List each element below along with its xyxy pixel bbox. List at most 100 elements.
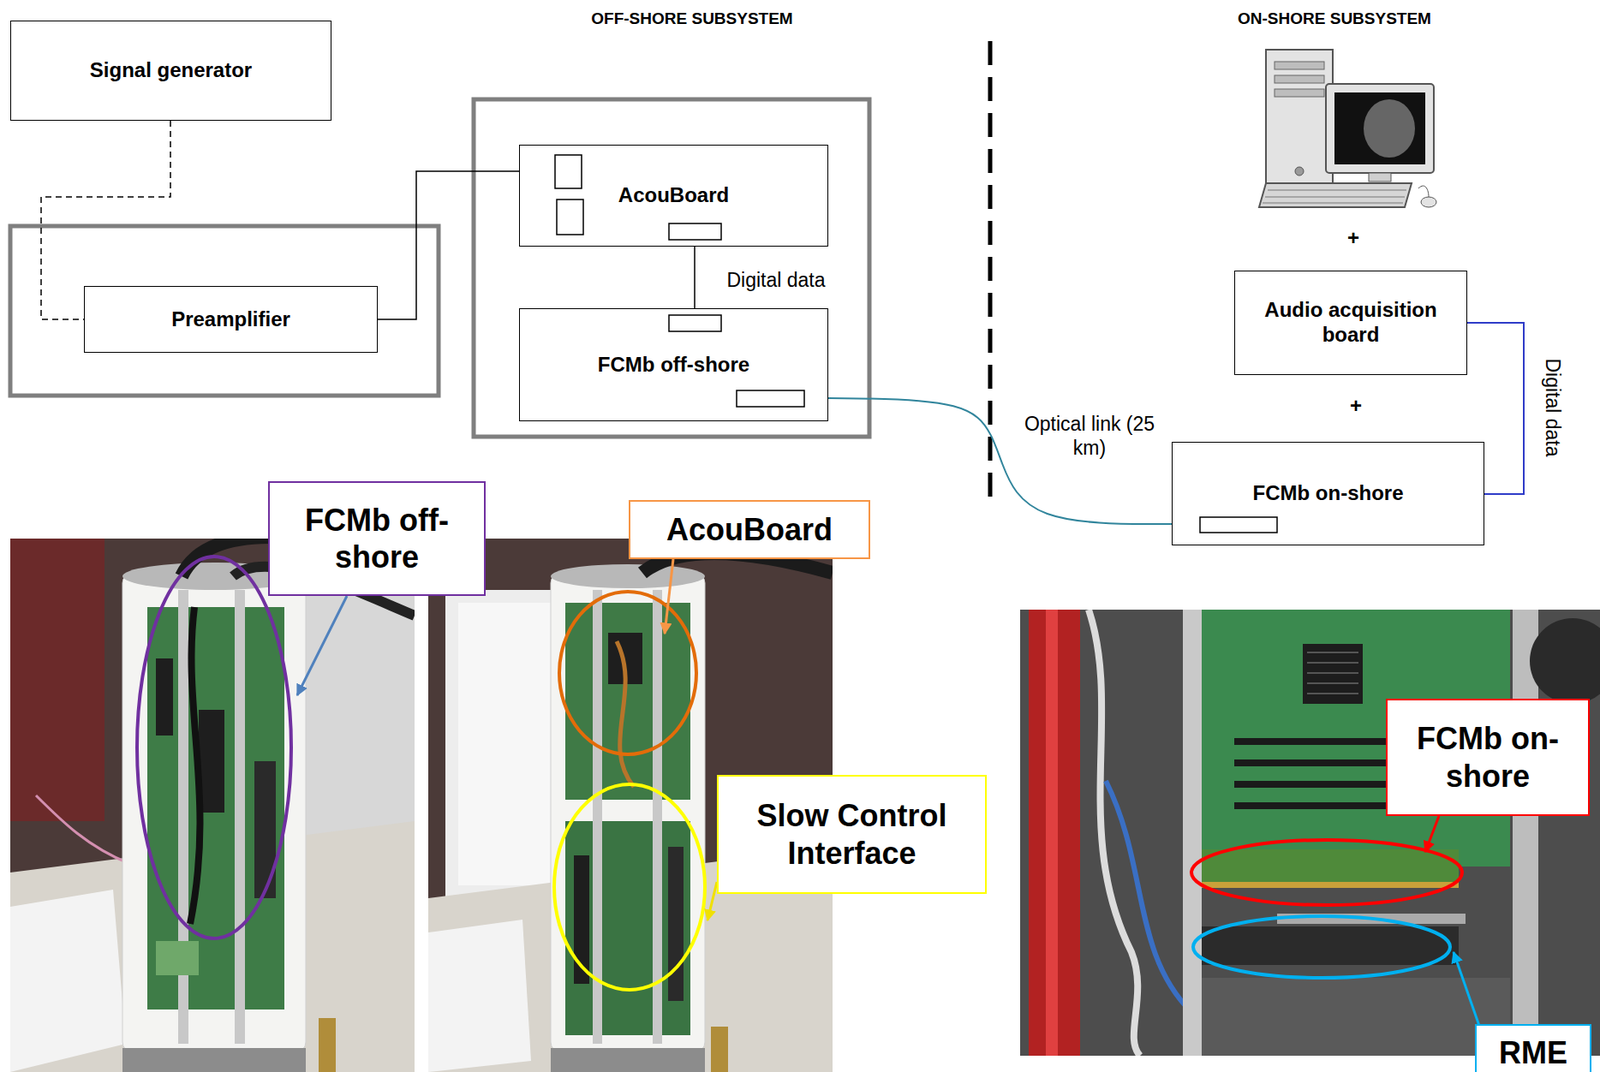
keyboard (1259, 183, 1412, 208)
connector-symbol (555, 155, 582, 189)
support-bar (652, 590, 663, 1045)
cable (1105, 781, 1192, 1013)
group-frame (473, 99, 870, 437)
circuit-board (565, 602, 691, 800)
photo-background (1020, 609, 1600, 1057)
cable (1088, 609, 1141, 1057)
callout-box: Slow Control Interface (716, 775, 987, 895)
frame-base (122, 1048, 306, 1072)
leader-line (1425, 816, 1439, 853)
support-bar (234, 590, 245, 1045)
keyboard (428, 919, 532, 1072)
pci-card (1201, 849, 1459, 889)
connector-symbol (668, 223, 722, 240)
box-label: FCMb off-shore (597, 352, 750, 378)
leader-line (664, 559, 674, 634)
board-box: AcouBoard (519, 144, 829, 247)
wire (616, 641, 634, 788)
connector-symbol (556, 199, 584, 235)
case-frame (1182, 609, 1202, 1057)
monitor-screen (1334, 92, 1426, 165)
highlight-ellipse (1193, 916, 1451, 979)
photo-onshore-pc (1020, 609, 1600, 1057)
board-box: Audio acquisition board (1234, 270, 1468, 376)
brass-connector (318, 1018, 336, 1072)
callout-box: FCMb on-shore (1385, 698, 1590, 817)
box-label: FCMb on-shore (1253, 481, 1404, 507)
board-box: FCMb off-shore (519, 308, 829, 422)
container-frame (550, 573, 705, 1053)
callout-label: FCMb off-shore (280, 501, 474, 576)
mouse-cord (1418, 185, 1429, 198)
mouse (1420, 197, 1437, 208)
highlight-ellipse (554, 784, 705, 991)
circuit-board (147, 607, 285, 1010)
leader-line (1453, 952, 1480, 1027)
cable (190, 607, 200, 925)
cable-bundle (1045, 609, 1058, 1057)
chip (155, 941, 199, 976)
computer-tower (1265, 49, 1333, 194)
connector-label: Digital data (1539, 355, 1565, 460)
brass-connector (710, 1026, 729, 1072)
section-heading: OFF-SHORE SUBSYSTEM (591, 9, 793, 30)
callout-label: RME (1498, 1034, 1568, 1072)
circuit-board (565, 821, 691, 1036)
power-button (1295, 167, 1304, 176)
box-label: Preamplifier (171, 307, 291, 333)
box-label: Signal generator (89, 58, 252, 84)
leader-line (297, 596, 347, 696)
monitor (1325, 83, 1434, 174)
callout-label: FCMb on-shore (1397, 720, 1578, 795)
highlight-ellipse (137, 556, 292, 939)
signal-wire (41, 120, 171, 320)
chip (155, 658, 174, 736)
frame-top (550, 564, 705, 589)
highlight-ellipse (1191, 840, 1463, 906)
instrument-box: Preamplifier (83, 286, 378, 353)
frame-base (550, 1048, 705, 1072)
cable-bundle (1028, 609, 1081, 1057)
heatsink-fins (1307, 652, 1359, 694)
cable (35, 795, 131, 865)
card-contacts (1201, 882, 1459, 889)
callout-box: FCMb off-shore (268, 481, 486, 597)
optical-fiber (828, 398, 1172, 525)
fan (1529, 618, 1600, 705)
screen-reflection (1363, 99, 1415, 158)
connector-label: Optical link (25 km) (1014, 411, 1165, 461)
instrument-box: Signal generator (10, 20, 332, 121)
drive-bay (1274, 75, 1325, 84)
callout-box: AcouBoard (628, 500, 871, 560)
case-interior (1201, 978, 1511, 1057)
connector-symbol (1200, 517, 1278, 533)
leader-line (707, 882, 717, 921)
connector-label: Digital data (723, 268, 828, 294)
keyboard (10, 889, 126, 1072)
support-bar (178, 590, 189, 1045)
heatsink (1302, 644, 1363, 705)
highlight-ellipse (559, 591, 697, 755)
box-label: Audio acquisition board (1245, 298, 1457, 348)
connector-symbol (736, 390, 805, 407)
callout-label: Slow Control Interface (728, 797, 975, 872)
drive-bay (1274, 89, 1325, 97)
drive-bay (1274, 61, 1325, 70)
chip (254, 761, 276, 899)
computer-icon (1259, 49, 1437, 208)
plus-sign: + (1349, 394, 1362, 419)
data-link (693, 246, 696, 309)
keyboard-keys (1262, 190, 1407, 203)
curtain (10, 538, 105, 822)
plus-sign: + (1347, 226, 1360, 251)
callout-label: AcouBoard (666, 511, 833, 549)
group-frame (10, 226, 439, 396)
photo-offshore-front (10, 538, 415, 1072)
chip (668, 847, 684, 1002)
box-label: AcouBoard (618, 183, 729, 209)
board-box: FCMb on-shore (1171, 441, 1485, 546)
callout-box: RME (1474, 1024, 1592, 1072)
connector-symbol (668, 315, 722, 332)
pci-card (1201, 926, 1459, 966)
monitor-stand (1368, 173, 1392, 182)
